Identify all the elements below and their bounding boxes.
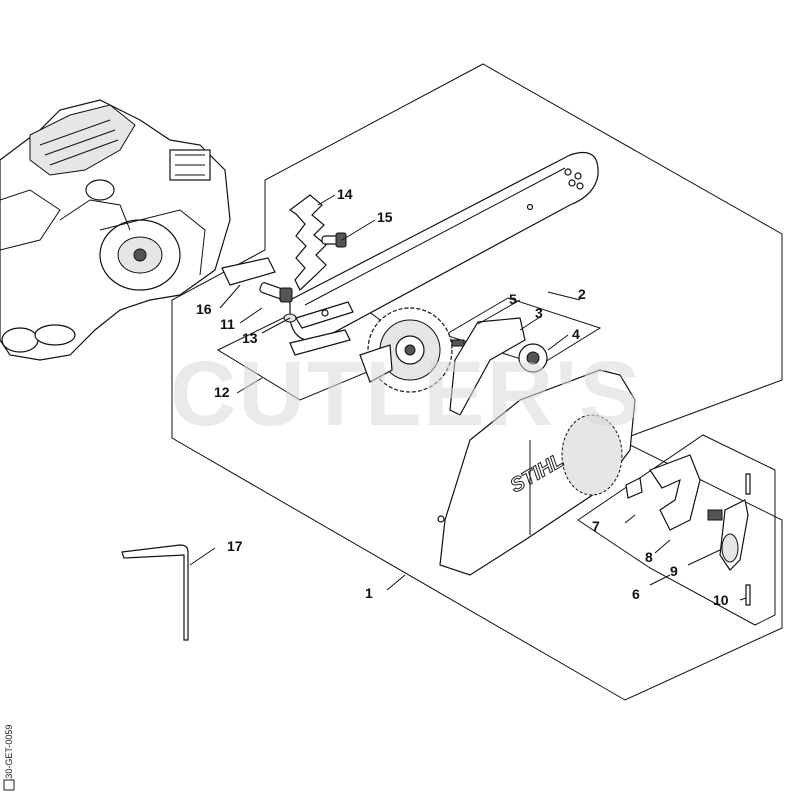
nut-4 xyxy=(518,343,548,373)
callout-8: 8 xyxy=(645,549,653,565)
bar-stud-16 xyxy=(221,257,276,286)
document-id: 1130-GET-0059 xyxy=(4,725,14,788)
callout-15: 15 xyxy=(377,209,393,225)
chain-tensioner xyxy=(288,194,327,291)
callout-1: 1 xyxy=(365,585,373,601)
baffle-5 xyxy=(449,317,526,416)
callout-2: 2 xyxy=(578,286,586,302)
hex-key-17 xyxy=(121,544,189,641)
callout-13: 13 xyxy=(242,330,258,346)
brake-band-8 xyxy=(649,454,701,531)
callout-4: 4 xyxy=(572,326,580,342)
spring-7 xyxy=(625,477,643,499)
callout-12: 12 xyxy=(214,384,230,400)
chain-brake-parts xyxy=(625,454,751,606)
watermark: CUTLER'S xyxy=(170,343,642,445)
callout-3: 3 xyxy=(535,305,543,321)
callout-16: 16 xyxy=(196,301,212,317)
callout-7: 7 xyxy=(592,518,600,534)
assembly-frame-6 xyxy=(577,434,776,626)
clip-8b xyxy=(707,509,723,521)
callout-17: 17 xyxy=(227,538,243,554)
pin-10 xyxy=(745,584,751,606)
callout-10: 10 xyxy=(713,592,729,608)
callout-labels: 1 2 3 4 5 6 7 8 9 10 11 12 13 14 15 16 1… xyxy=(196,186,729,608)
assembly-frame-1 xyxy=(171,63,783,701)
callout-14: 14 xyxy=(337,186,353,202)
engine-housing xyxy=(0,99,231,361)
assembly-frame-5 xyxy=(443,297,602,366)
bolt-11 xyxy=(259,282,293,303)
guide-bar xyxy=(289,151,599,342)
callout-11: 11 xyxy=(220,316,235,332)
callout-5: 5 xyxy=(509,291,517,307)
bar-plates xyxy=(289,301,354,356)
screw-3 xyxy=(451,339,465,347)
sprocket-cover: STIHL xyxy=(437,369,636,576)
sprocket xyxy=(359,307,453,393)
callout-9: 9 xyxy=(670,563,678,579)
callout-6: 6 xyxy=(632,586,640,602)
page-marker-icon xyxy=(3,779,15,791)
leader-lines xyxy=(189,194,747,601)
screw-15 xyxy=(321,232,347,248)
